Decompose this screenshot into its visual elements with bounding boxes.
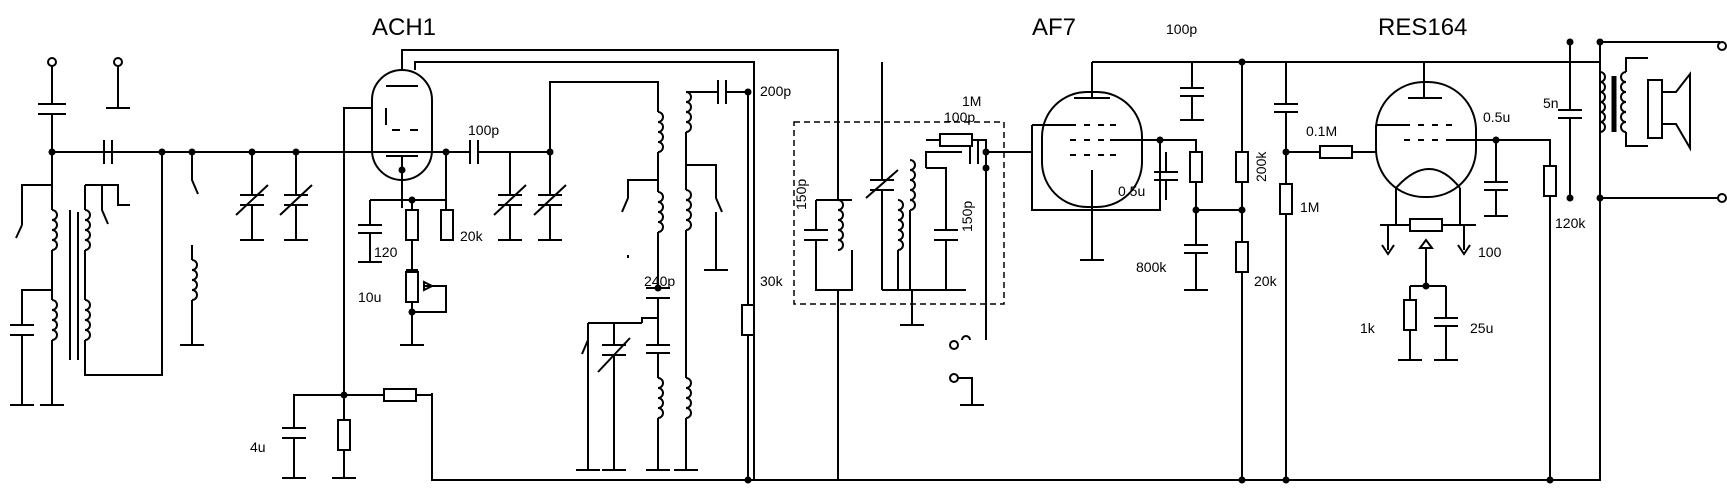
output-terminal-top — [1717, 41, 1727, 51]
tube-label-ach1: ACH1 — [372, 14, 436, 41]
label-c-240p: 240p — [644, 273, 675, 289]
label-c-100p-a: 100p — [468, 122, 499, 138]
antenna-terminal — [47, 57, 57, 67]
label-c-150p-a: 150p — [793, 179, 809, 210]
label-c-150p-b: 150p — [959, 201, 975, 232]
label-c-4u: 4u — [250, 439, 266, 455]
tube-af7 — [986, 62, 1242, 291]
label-c-10u: 10u — [358, 289, 381, 305]
label-c-100p-b: 100p — [1166, 21, 1197, 37]
label-r-800k: 800k — [1136, 259, 1167, 275]
tube-label-res164: RES164 — [1378, 14, 1467, 41]
label-r-200k: 200k — [1253, 151, 1269, 182]
label-c-25u: 25u — [1470, 320, 1493, 336]
label-c-0-5u-b: 0.5u — [1483, 109, 1510, 125]
label-r-20k-b: 20k — [1254, 273, 1278, 289]
tube-res164 — [1375, 80, 1557, 484]
label-r-0-1m: 0.1M — [1306, 123, 1337, 139]
oscillator-section — [469, 80, 755, 484]
output-terminal-bottom — [1717, 193, 1727, 203]
label-r-30k: 30k — [760, 273, 784, 289]
if-transformer — [793, 62, 1005, 480]
preselector-tuning — [180, 148, 313, 346]
ground-terminal — [113, 57, 123, 67]
label-c-100p-c: 100p — [944, 109, 975, 125]
label-r-100: 100 — [1478, 244, 1502, 260]
label-r-1k: 1k — [1360, 320, 1376, 336]
bottom-ground-bus — [431, 42, 1601, 481]
label-r-20k-a: 20k — [460, 228, 484, 244]
label-c-0-5u-a: 0.5u — [1118, 183, 1145, 199]
agc-network — [282, 388, 433, 479]
label-r-1m-b: 1M — [1300, 199, 1319, 215]
label-c-200p: 200p — [760, 83, 791, 99]
label-r-120: 120 — [374, 244, 398, 260]
output-stage — [1286, 38, 1727, 203]
label-c-5n: 5n — [1543, 95, 1559, 111]
tube-label-af7: AF7 — [1032, 14, 1076, 41]
af7-supply — [1092, 58, 1376, 484]
tube-ach1 — [343, 49, 839, 480]
label-r-120k: 120k — [1555, 215, 1586, 231]
label-r-1m-a: 1M — [962, 93, 981, 109]
antenna-input-section — [10, 57, 470, 406]
